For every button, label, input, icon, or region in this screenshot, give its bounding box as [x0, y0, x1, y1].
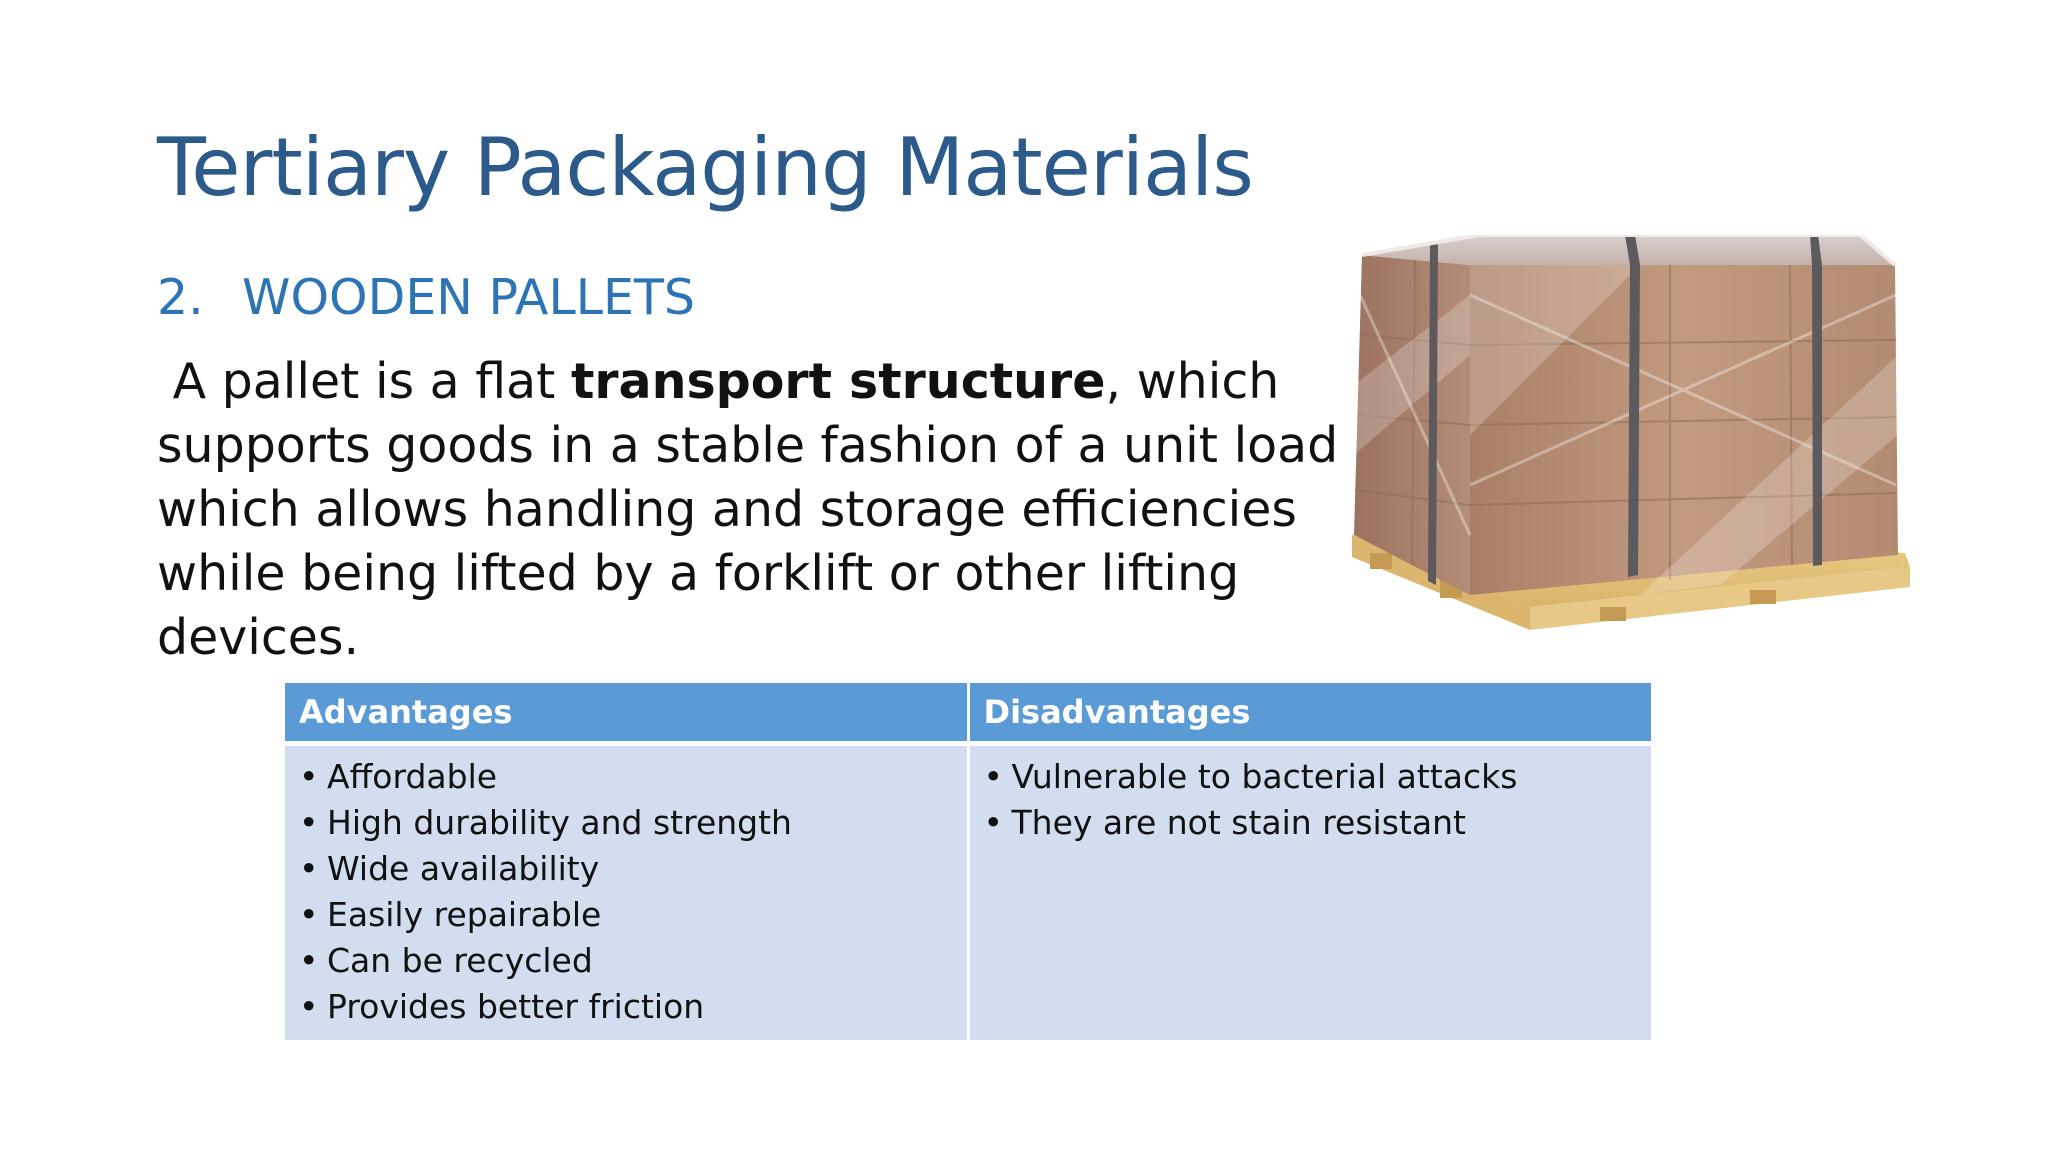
list-item: •Affordable: [299, 754, 953, 800]
advantages-list: •Affordable •High durability and strengt…: [299, 754, 953, 1030]
list-item: •They are not stain resistant: [984, 800, 1638, 846]
disadvantages-cell: •Vulnerable to bacterial attacks •They a…: [968, 743, 1651, 1040]
advantage-text: Easily repairable: [327, 895, 602, 934]
list-item: •Provides better friction: [299, 984, 953, 1030]
pallet-image: [1352, 235, 1910, 630]
disadvantage-text: Vulnerable to bacterial attacks: [1011, 757, 1518, 796]
section-number: 2.: [157, 269, 204, 326]
paragraph-line-1: A pallet is a flat transport structure, …: [157, 350, 1337, 414]
slide-title: Tertiary Packaging Materials: [157, 121, 1254, 214]
bullet: •: [299, 803, 319, 842]
bullet: •: [983, 803, 1003, 842]
disadvantage-text: They are not stain resistant: [1011, 803, 1466, 842]
bullet: •: [299, 895, 319, 934]
advantage-text: High durability and strength: [327, 803, 792, 842]
advantage-text: Wide availability: [327, 849, 600, 888]
table-header-row: Advantages Disadvantages: [285, 683, 1651, 746]
advantage-text: Can be recycled: [327, 941, 593, 980]
advantage-text: Affordable: [327, 757, 498, 796]
list-item: •Wide availability: [299, 846, 953, 892]
paragraph-line-3: which allows handling and storage effici…: [157, 481, 1297, 538]
paragraph-text: , which: [1105, 353, 1280, 410]
advantage-text: Provides better friction: [327, 987, 705, 1026]
bullet: •: [299, 757, 319, 796]
advantages-table: Advantages Disadvantages •Affordable •Hi…: [285, 683, 1651, 1040]
section-heading-text: WOODEN PALLETS: [242, 269, 696, 326]
list-item: •Can be recycled: [299, 938, 953, 984]
paragraph-text: A pallet is a flat: [157, 353, 571, 410]
bullet: •: [299, 987, 319, 1026]
advantages-header: Advantages: [285, 683, 970, 746]
list-item: •High durability and strength: [299, 800, 953, 846]
paragraph-line-2: supports goods in a stable fashion of a …: [157, 417, 1339, 474]
bullet: •: [983, 757, 1003, 796]
disadvantages-list: •Vulnerable to bacterial attacks •They a…: [984, 754, 1638, 846]
definition-paragraph: A pallet is a flat transport structure, …: [157, 350, 1339, 670]
paragraph-bold-term: transport structure: [570, 353, 1106, 410]
list-item: •Vulnerable to bacterial attacks: [984, 754, 1638, 800]
paragraph-line-4: while being lifted by a forklift or othe…: [157, 545, 1240, 602]
list-item: •Easily repairable: [299, 892, 953, 938]
table-row: •Affordable •High durability and strengt…: [285, 743, 1651, 1040]
paragraph-line-5: devices.: [157, 609, 360, 666]
disadvantages-header: Disadvantages: [968, 683, 1651, 746]
advantages-cell: •Affordable •High durability and strengt…: [285, 743, 970, 1040]
bullet: •: [299, 941, 319, 980]
section-heading: 2. WOODEN PALLETS: [157, 268, 695, 328]
bullet: •: [299, 849, 319, 888]
